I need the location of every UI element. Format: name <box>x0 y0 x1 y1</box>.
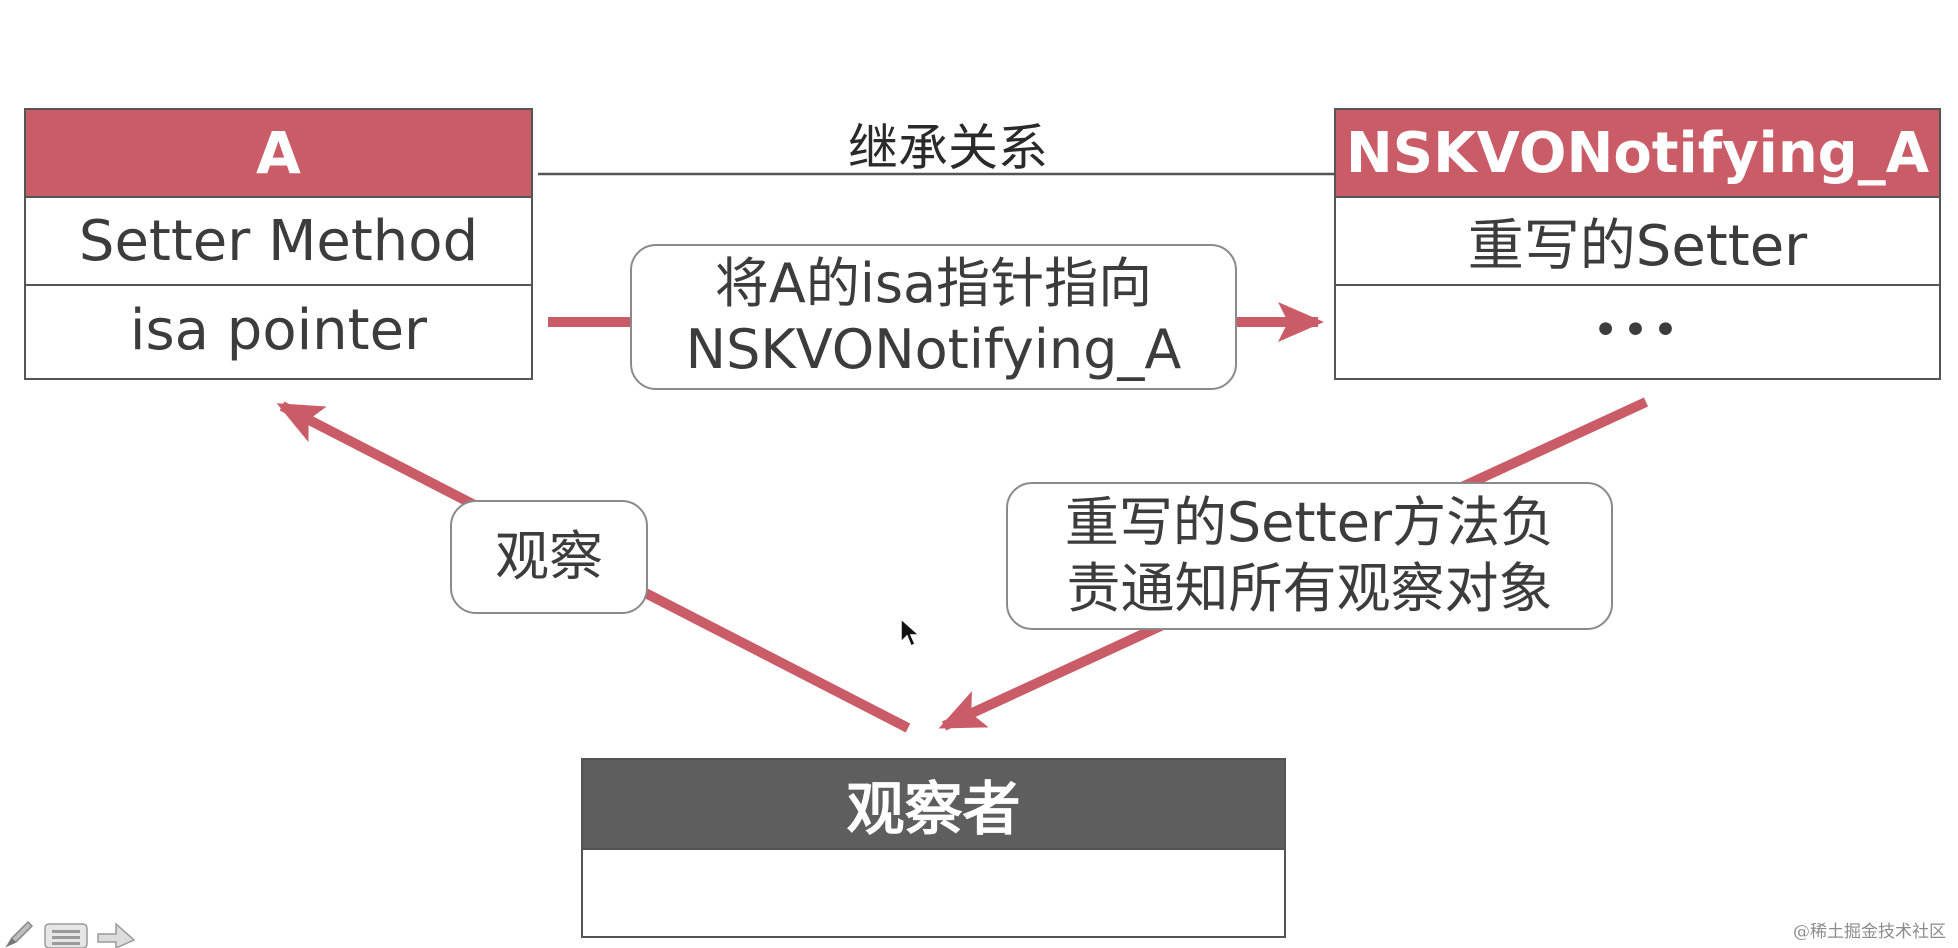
class-a-box: A Setter Method isa pointer <box>24 108 533 380</box>
mouse-cursor-icon <box>900 618 920 648</box>
next-arrow-icon[interactable] <box>96 920 136 948</box>
observe-label-bubble: 观察 <box>450 500 648 614</box>
presentation-toolbar <box>0 920 140 948</box>
inheritance-label: 继承关系 <box>848 119 1048 177</box>
isa-label-line2: NSKVONotifying_A <box>685 318 1182 381</box>
isa-label-bubble: 将A的isa指针指向 NSKVONotifying_A <box>630 244 1237 390</box>
class-nsk-box: NSKVONotifying_A 重写的Setter ••• <box>1334 108 1941 380</box>
class-a-row-setter: Setter Method <box>26 198 531 286</box>
menu-icon[interactable] <box>44 920 88 948</box>
setter-label-bubble: 重写的Setter方法负 责通知所有观察对象 <box>1006 482 1613 630</box>
class-nsk-row-ellipsis: ••• <box>1592 304 1683 356</box>
pen-icon[interactable] <box>4 920 34 948</box>
isa-label-line1: 将A的isa指针指向 <box>714 252 1153 316</box>
observer-box: 观察者 <box>581 758 1286 938</box>
class-nsk-row-setter: 重写的Setter <box>1336 198 1939 286</box>
observer-title: 观察者 <box>583 760 1284 850</box>
observer-row-empty <box>583 850 1284 938</box>
watermark: @稀土掘金技术社区 <box>1793 922 1946 942</box>
class-nsk-title: NSKVONotifying_A <box>1336 110 1939 198</box>
class-a-row-isa: isa pointer <box>129 297 428 363</box>
setter-label-line2: 责通知所有观察对象 <box>1066 557 1553 620</box>
observe-label: 观察 <box>495 525 603 589</box>
setter-label-line1: 重写的Setter方法负 <box>1064 491 1555 555</box>
class-a-title: A <box>26 110 531 198</box>
